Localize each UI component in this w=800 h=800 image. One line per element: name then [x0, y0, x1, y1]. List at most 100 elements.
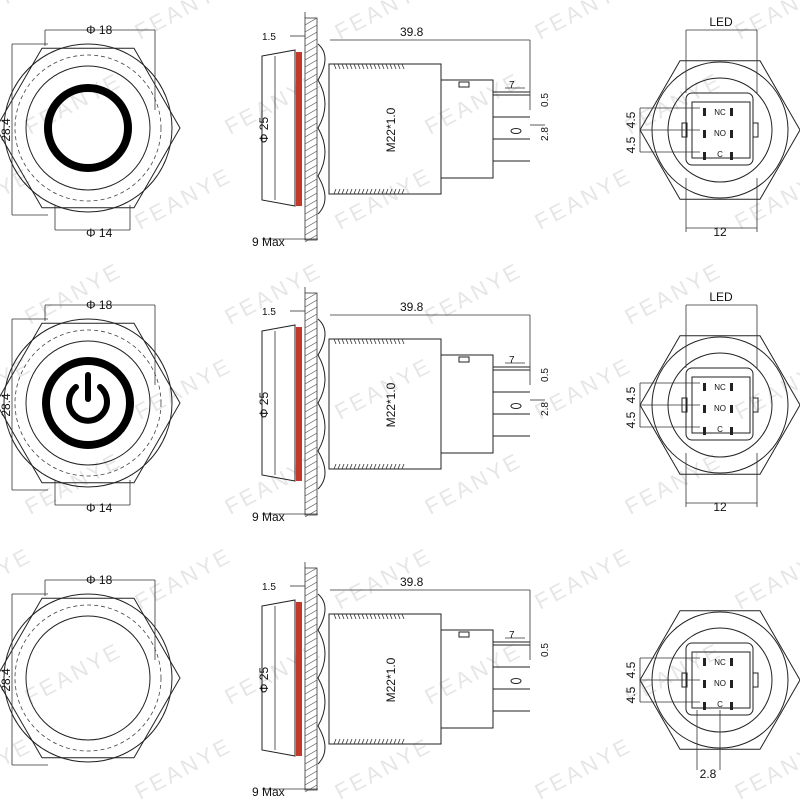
button-face — [25, 65, 151, 191]
pin-hole — [510, 678, 522, 684]
hex-nut-outline — [0, 47, 181, 209]
watermark-text: FEANYE — [21, 68, 126, 140]
panel-hatch-line — [304, 397, 318, 406]
panel-hatch-line — [304, 24, 318, 33]
watermark-text: FEANYE — [731, 0, 800, 44]
bezel-hidden-line — [14, 329, 162, 477]
panel-hatch-line — [304, 495, 318, 504]
panel-hatch-line — [304, 637, 318, 646]
dim-housing-width: 12 — [713, 500, 727, 514]
contact-pin — [703, 383, 706, 391]
label-no: NO — [714, 129, 726, 138]
panel-hatch-line — [304, 749, 318, 758]
panel-hatch-line — [304, 693, 318, 702]
panel-hatch-line — [304, 192, 318, 201]
contact-pin — [730, 152, 733, 160]
watermark-text: FEANYE — [131, 733, 236, 800]
dim-height: 28.4 — [0, 393, 13, 417]
watermark-text: FEANYE — [421, 68, 526, 140]
watermark-text: FEANYE — [131, 0, 236, 44]
dim-outer-diameter: Φ 18 — [86, 573, 113, 587]
panel-hatch-line — [304, 777, 318, 786]
panel-hatch-line — [304, 234, 318, 243]
dim-pitch-upper: 4.5 — [624, 661, 638, 678]
dim-pin-length: 7 — [509, 80, 515, 91]
panel-hatch-line — [304, 581, 318, 590]
panel-hatch-line — [304, 404, 318, 413]
label-nc: NC — [714, 658, 726, 667]
panel-hatch-line — [304, 164, 318, 173]
panel-hatch-line — [304, 672, 318, 681]
dim-overall-length: 39.8 — [400, 575, 424, 589]
label-no: NO — [714, 679, 726, 688]
led-pin-right — [752, 122, 759, 138]
panel-hatch-line — [304, 206, 318, 215]
panel-hatch-line — [304, 439, 318, 448]
panel-hatch-line — [304, 143, 318, 152]
panel-hatch-line — [304, 108, 318, 117]
contact-pin — [730, 427, 733, 435]
dim-pin-length: 7 — [509, 630, 515, 641]
panel-hatch-line — [304, 721, 318, 730]
label-nc: NC — [714, 383, 726, 392]
panel-hatch-line — [304, 220, 318, 229]
dim-pin-width: 2.8 — [540, 127, 551, 141]
contact-pin — [703, 427, 706, 435]
watermark-text: FEANYE — [731, 353, 800, 425]
panel-hatch-line — [304, 630, 318, 639]
dim-pin-gap: 0.5 — [540, 368, 551, 382]
panel-hatch-line — [304, 115, 318, 124]
contact-pin — [703, 130, 706, 138]
contact-pin — [703, 680, 706, 688]
panel-hatch-line — [304, 574, 318, 583]
dim-overall-length: 39.8 — [400, 25, 424, 39]
panel-hatch-line — [304, 756, 318, 765]
panel-hatch-line — [304, 87, 318, 96]
panel-hatch-line — [304, 474, 318, 483]
panel-hatch-line — [304, 17, 318, 26]
dim-housing-width: 12 — [713, 225, 727, 239]
panel-hatch-line — [304, 700, 318, 709]
panel-hatch-line — [304, 411, 318, 420]
watermark-text: FEANYE — [0, 733, 36, 800]
dim-pitch-upper: 4.5 — [624, 111, 638, 128]
panel-hatch-line — [304, 199, 318, 208]
power-symbol-ring-icon — [42, 357, 134, 449]
panel-hatch-line — [304, 707, 318, 716]
watermark-text: FEANYE — [731, 163, 800, 235]
panel-hatch-line — [304, 418, 318, 427]
panel-hatch-line — [304, 45, 318, 54]
panel-hatch-line — [304, 644, 318, 653]
contact-pin — [730, 130, 733, 138]
dim-pitch-lower: 4.5 — [624, 686, 638, 703]
contact-pin — [730, 680, 733, 688]
contact-pin — [703, 702, 706, 710]
rear-housing — [440, 354, 494, 454]
rear-tab — [458, 356, 470, 363]
button-face — [25, 340, 151, 466]
panel-hatch-line — [304, 59, 318, 68]
panel-hatch-line — [304, 38, 318, 47]
panel-hatch-line — [304, 742, 318, 751]
panel-hatch-line — [304, 94, 318, 103]
panel-hatch-line — [304, 122, 318, 131]
panel-hatch-line — [304, 481, 318, 490]
panel-hatch-line — [304, 136, 318, 145]
dim-bezel-thickness: 1.5 — [262, 307, 276, 318]
hex-nut-outline — [0, 322, 181, 484]
pin-hole — [510, 403, 522, 409]
dim-outer-diameter: Φ 18 — [86, 298, 113, 312]
panel-hatch-line — [304, 31, 318, 40]
panel-hatch-line — [304, 227, 318, 236]
panel-hatch-line — [304, 467, 318, 476]
bezel-head — [261, 324, 296, 482]
dim-bezel-thickness: 1.5 — [262, 582, 276, 593]
contact-pin — [730, 658, 733, 666]
dim-bezel-diameter: Φ 25 — [257, 117, 271, 144]
watermark-text: FEANYE — [131, 353, 236, 425]
